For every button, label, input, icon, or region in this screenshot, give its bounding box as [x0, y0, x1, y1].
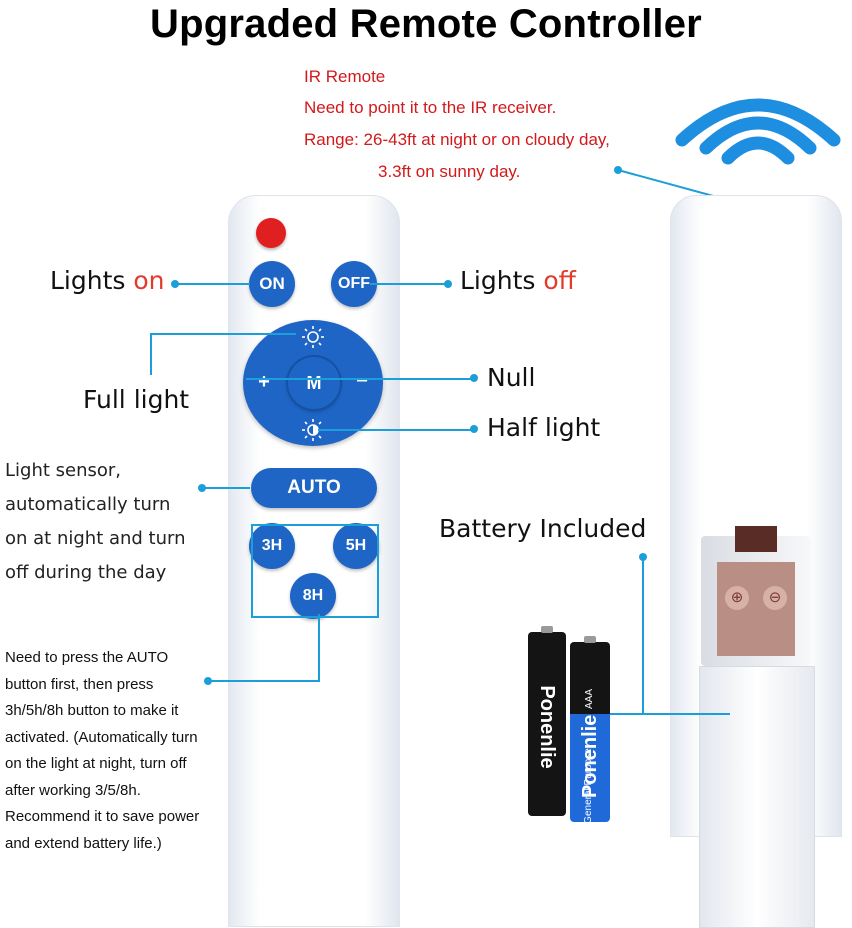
- auto-button[interactable]: AUTO: [251, 468, 377, 508]
- lights-on-label: Lights on: [50, 266, 165, 295]
- mode-button[interactable]: M: [288, 357, 340, 409]
- battery-latch: [735, 526, 777, 552]
- timer-note-line6: after working 3/5/8h.: [5, 781, 141, 799]
- 5h-button[interactable]: 5H: [333, 523, 379, 569]
- lights-off-line: [370, 283, 446, 285]
- timer-note-line4: activated. (Automatically turn: [5, 728, 198, 746]
- battery-compartment: ⊕ ⊖: [701, 526, 811, 666]
- full-light-line-v: [150, 333, 152, 375]
- battery-tip: [541, 626, 553, 633]
- lights-off-dot: [444, 280, 452, 288]
- brightness-up-icon[interactable]: [293, 324, 333, 350]
- battery-tip: [584, 636, 596, 643]
- timer-note: Need to press the AUTO button first, the…: [5, 645, 199, 857]
- sensor-note-line3: on at night and turn: [5, 528, 186, 549]
- ir-note-line3: Range: 26-43ft at night or on cloudy day…: [304, 130, 610, 149]
- timer-line-h: [208, 680, 320, 682]
- ir-signal-icon: [675, 98, 841, 165]
- lights-on-line: [175, 283, 250, 285]
- 8h-button[interactable]: 8H: [290, 573, 336, 619]
- timer-note-line5: on the light at night, turn off: [5, 755, 187, 772]
- timer-note-line7: Recommend it to save power: [5, 808, 200, 825]
- sensor-note-line1: Light sensor,: [5, 460, 122, 481]
- full-light-line-h: [150, 333, 296, 335]
- timer-note-line3: 3h/5h/8h button to make it: [5, 702, 179, 719]
- battery-line-h: [610, 713, 730, 715]
- battery-included-label: Battery Included: [439, 514, 647, 543]
- battery-line-v: [642, 557, 644, 714]
- battery-bay: ⊕ ⊖: [717, 562, 795, 656]
- remote-front: ON OFF + M − AUTO 3H 5H 8H: [228, 195, 400, 927]
- half-light-label: Half light: [487, 413, 601, 442]
- on-button[interactable]: ON: [249, 261, 295, 307]
- timer-line-v: [318, 614, 320, 682]
- ir-note-line4: 3.3ft on sunny day.: [378, 162, 521, 181]
- power-led: [256, 218, 286, 248]
- timer-note-line8: and extend battery life.): [5, 834, 162, 852]
- off-button[interactable]: OFF: [331, 261, 377, 307]
- minus-terminal-icon: ⊖: [763, 586, 787, 610]
- ir-note-line2: Need to point it to the IR receiver.: [304, 98, 557, 117]
- sensor-note-line2: automatically turn: [5, 494, 171, 515]
- null-label: Null: [487, 363, 536, 392]
- 3h-button[interactable]: 3H: [249, 523, 295, 569]
- half-light-line: [318, 429, 474, 431]
- sensor-note-line4: off during the day: [5, 562, 167, 583]
- battery-size-label: AAA: [584, 689, 595, 710]
- battery-brand-left: Ponenlie: [536, 685, 558, 769]
- timer-note-line2: button first, then press: [5, 675, 154, 693]
- battery-left: Ponenlie: [528, 626, 566, 816]
- half-light-dot: [470, 425, 478, 433]
- remote-back: ⊕ ⊖: [670, 195, 842, 928]
- ir-note-line1: IR Remote: [304, 67, 386, 86]
- minus-button[interactable]: −: [356, 370, 368, 392]
- timer-note-line1: Need to press the AUTO: [5, 649, 169, 666]
- battery-cover: [699, 666, 815, 928]
- plus-terminal-icon: ⊕: [725, 586, 749, 610]
- sensor-note: Light sensor, automatically turn on at n…: [5, 454, 186, 590]
- full-light-label: Full light: [83, 385, 190, 414]
- battery-right: Ponenlie General Purpose AAA: [570, 636, 610, 824]
- timer-highlight-box: [251, 524, 379, 618]
- null-line: [246, 378, 474, 380]
- lights-off-label: Lights off: [460, 266, 576, 295]
- plus-button[interactable]: +: [258, 371, 270, 393]
- null-dot: [470, 374, 478, 382]
- page-title: Upgraded Remote Controller: [150, 2, 702, 46]
- sensor-line: [202, 487, 250, 489]
